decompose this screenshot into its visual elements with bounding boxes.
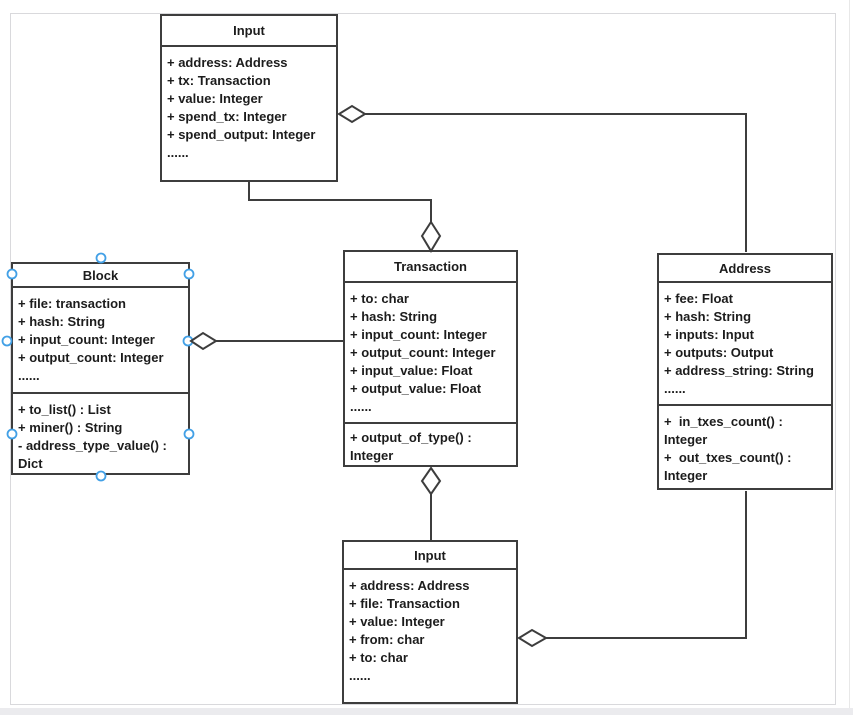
class-title: Input bbox=[344, 542, 516, 570]
class-member: + hash: String bbox=[664, 309, 752, 324]
class-member: + address: Address bbox=[167, 55, 288, 70]
class-member: + spend_tx: Integer bbox=[167, 109, 287, 124]
class-member: + output_count: Integer bbox=[350, 345, 496, 360]
class-member: + input_value: Float bbox=[350, 363, 473, 378]
class-member: + file: transaction bbox=[18, 296, 126, 311]
class-member: + to_list() : List bbox=[18, 402, 111, 417]
class-title: Block bbox=[13, 264, 188, 288]
class-member: + file: Transaction bbox=[349, 596, 460, 611]
class-member: + hash: String bbox=[18, 314, 106, 329]
class-member: + output_count: Integer bbox=[18, 350, 164, 365]
class-member: Integer bbox=[664, 468, 708, 483]
class-member: - address_type_value() : bbox=[18, 438, 167, 453]
class-member: Dict bbox=[18, 456, 43, 471]
class-member: + out_txes_count() : bbox=[664, 450, 792, 465]
class-box-block[interactable]: Block + file: transaction+ hash: String+… bbox=[11, 262, 190, 475]
class-member: ...... bbox=[664, 381, 686, 396]
horizontal-scrollbar-track[interactable] bbox=[0, 708, 853, 715]
class-methods: + to_list() : List + miner() : String - ad… bbox=[13, 392, 188, 473]
class-member: + address_string: String bbox=[664, 363, 814, 378]
class-member: + value: Integer bbox=[349, 614, 445, 629]
class-member: + output_value: Float bbox=[350, 381, 482, 396]
class-title: Address bbox=[659, 255, 831, 283]
window-right-edge bbox=[849, 0, 850, 708]
class-member: + inputs: Input bbox=[664, 327, 754, 342]
class-methods: + output_of_type() : Integer bbox=[345, 422, 516, 465]
class-methods: + in_txes_count() : Integer + out_txes_cou… bbox=[659, 404, 831, 488]
class-member: + address: Address bbox=[349, 578, 470, 593]
class-member: + tx: Transaction bbox=[167, 73, 271, 88]
class-title: Input bbox=[162, 16, 336, 47]
class-member: + to: char bbox=[349, 650, 408, 665]
class-member: + input_count: Integer bbox=[18, 332, 155, 347]
class-member: + fee: Float bbox=[664, 291, 733, 306]
class-attributes: + address: Address + file: Transaction + v… bbox=[344, 570, 516, 702]
class-member: ...... bbox=[18, 368, 40, 383]
class-member: + to: char bbox=[350, 291, 409, 306]
class-member: + hash: String bbox=[350, 309, 438, 324]
class-member: + miner() : String bbox=[18, 420, 123, 435]
class-member: Integer bbox=[664, 432, 708, 447]
class-member: + output_of_type() : bbox=[350, 430, 472, 445]
class-attributes: + to: char + hash: String + input_count: I… bbox=[345, 283, 516, 422]
class-member: Integer bbox=[350, 448, 394, 463]
class-box-address[interactable]: Address + fee: Float + hash: String + inpu… bbox=[657, 253, 833, 490]
class-member: + from: char bbox=[349, 632, 425, 647]
class-member: + outputs: Output bbox=[664, 345, 774, 360]
class-member: ...... bbox=[167, 145, 189, 160]
class-member: + value: Integer bbox=[167, 91, 263, 106]
class-title: Transaction bbox=[345, 252, 516, 283]
page-boundary bbox=[10, 13, 836, 705]
class-member: ...... bbox=[349, 668, 371, 683]
class-box-transaction[interactable]: Transaction + to: char + hash: String + in… bbox=[343, 250, 518, 467]
class-member: + input_count: Integer bbox=[350, 327, 487, 342]
class-attributes: + file: transaction + hash: String + input… bbox=[13, 288, 188, 392]
class-member: ...... bbox=[350, 399, 372, 414]
class-attributes: + address: Address + tx: Transaction + val… bbox=[162, 47, 336, 180]
class-member: + in_txes_count() : bbox=[664, 414, 783, 429]
class-attributes: + fee: Float + hash: String + inputs: Inpu… bbox=[659, 283, 831, 404]
class-box-input-bottom[interactable]: Input + address: Address + file: Transact… bbox=[342, 540, 518, 704]
class-member: + spend_output: Integer bbox=[167, 127, 316, 142]
class-box-input-top[interactable]: Input + address: Address + tx: Transactio… bbox=[160, 14, 338, 182]
